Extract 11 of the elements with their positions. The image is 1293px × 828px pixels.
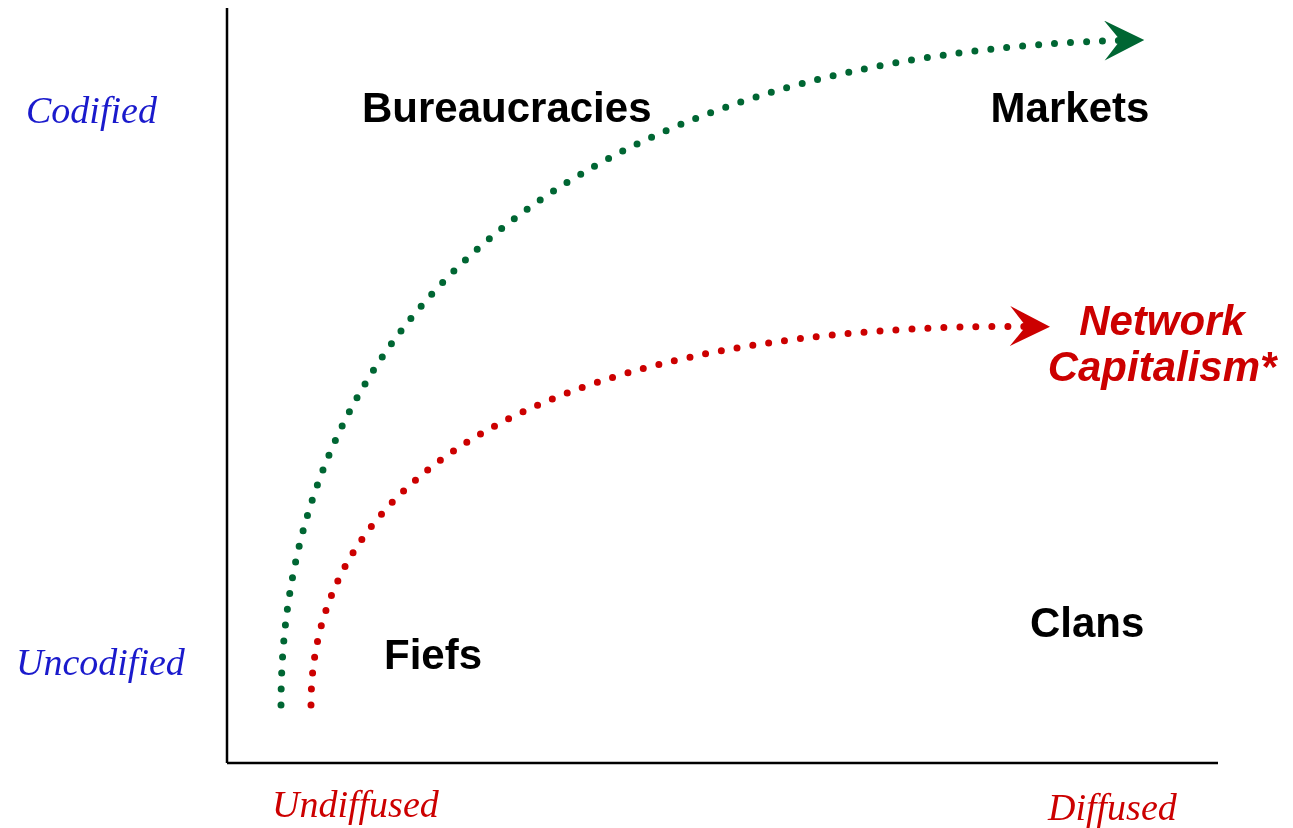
quadrant-label: Fiefs <box>384 632 484 679</box>
quadrant-label: Clans <box>1030 600 1146 647</box>
axis-label: Codified <box>26 88 157 132</box>
dotted-arrow <box>277 22 1145 709</box>
quadrant-label: Markets <box>989 85 1151 132</box>
axis-label: Diffused <box>1048 785 1177 828</box>
axis-label: Uncodified <box>16 640 185 684</box>
quadrant-label: Bureaucracies <box>362 85 653 132</box>
axis-label: Undiffused <box>272 782 439 826</box>
quadrant-label: Network Capitalism* <box>1046 298 1278 391</box>
dotted-arrow <box>307 307 1050 709</box>
